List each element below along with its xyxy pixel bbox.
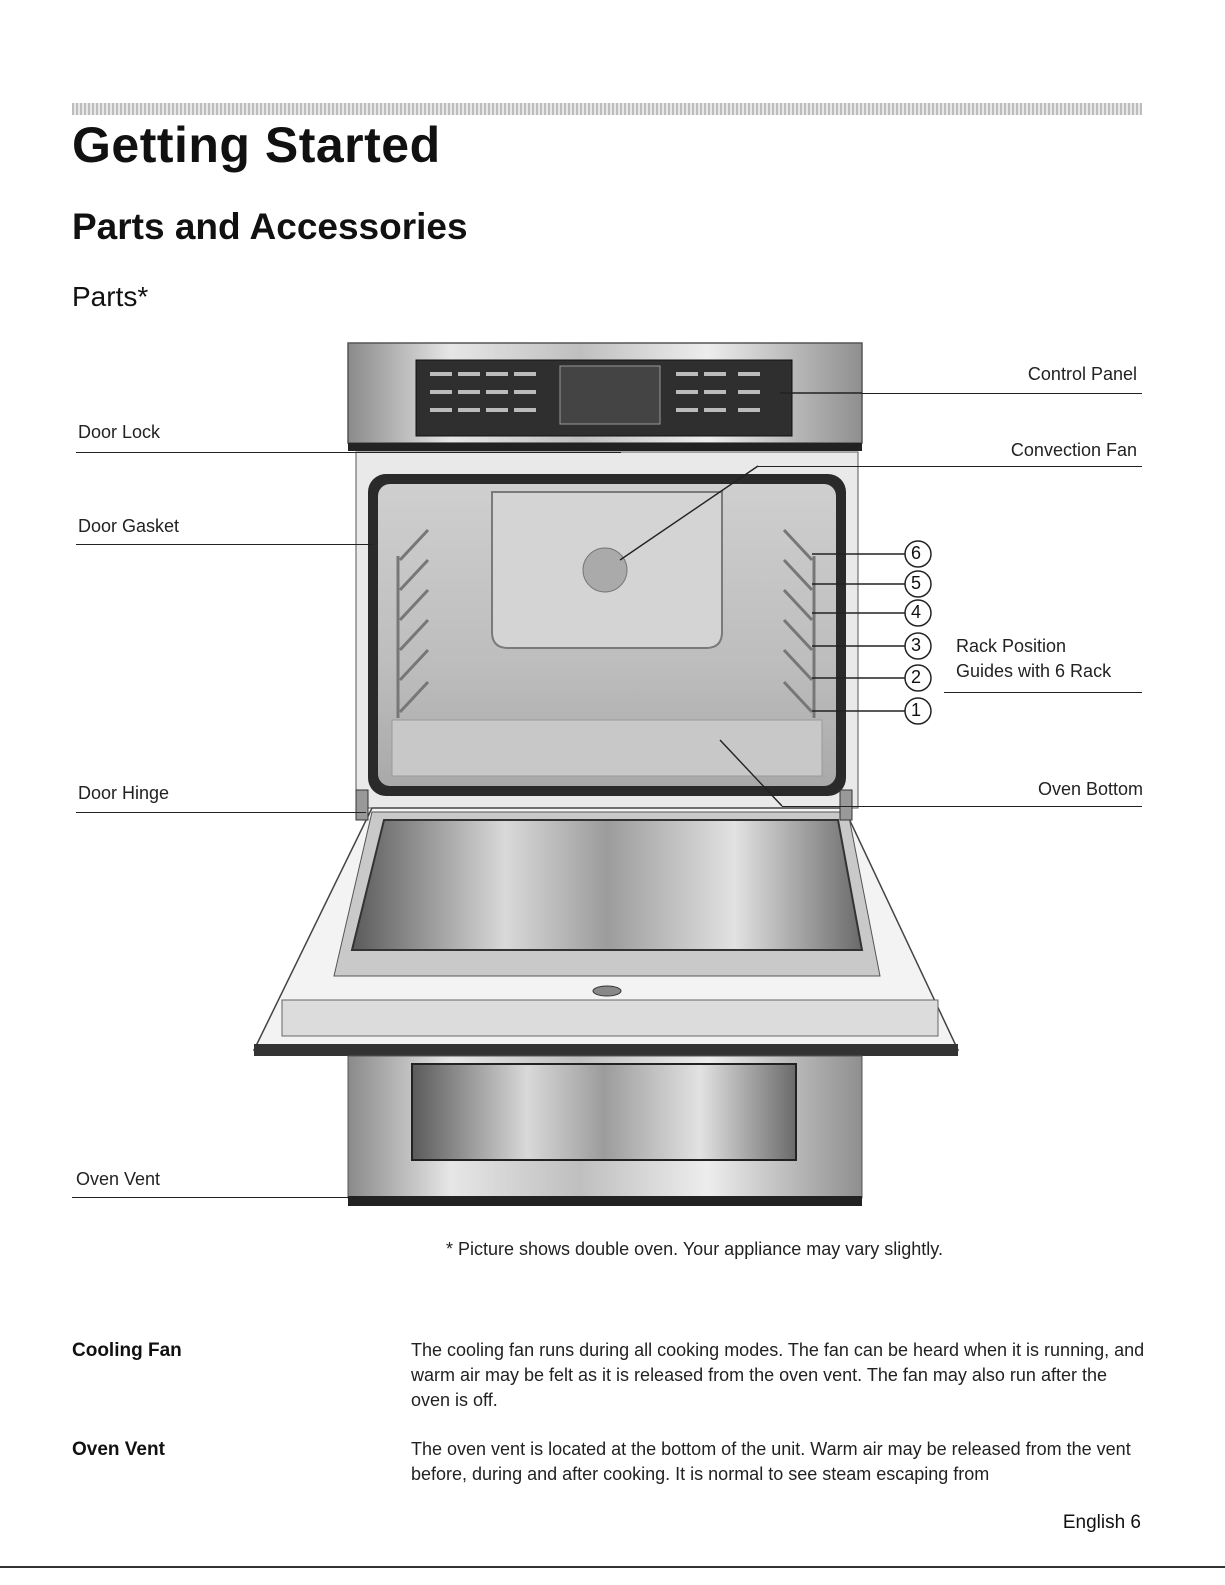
rack-number-2: 2: [911, 667, 922, 687]
bottom-rule: [0, 1566, 1225, 1568]
leader-door-hinge: [76, 812, 366, 813]
leader-door-gasket: [76, 544, 374, 545]
label-convection-fan: Convection Fan: [1010, 440, 1137, 460]
leader-door-lock: [76, 452, 621, 453]
label-door-gasket: Door Gasket: [78, 516, 180, 536]
rack-number-5: 5: [911, 573, 922, 593]
lower-oven-shape: [347, 1055, 863, 1206]
term-oven-vent: Oven Vent: [72, 1439, 165, 1460]
leader-control-panel: [862, 393, 1142, 394]
rack-number-markers: [904, 540, 932, 725]
header-rule: [72, 103, 1142, 115]
label-oven-bottom: Oven Bottom: [1037, 779, 1143, 799]
rack-number-1: 1: [911, 700, 922, 720]
control-panel-shape: [347, 342, 863, 451]
rack-position-line2: Guides with 6 Rack: [956, 661, 1112, 681]
rack-number-6: 6: [911, 543, 922, 563]
desc-cooling-fan: The cooling fan runs during all cooking …: [411, 1340, 1145, 1410]
label-rack-position: Rack Position Guides with 6 Rack: [956, 634, 1111, 684]
open-door-shape: [252, 789, 960, 1056]
label-oven-vent: Oven Vent: [76, 1169, 161, 1189]
label-door-lock: Door Lock: [78, 422, 161, 442]
desc-oven-vent: The oven vent is located at the bottom o…: [411, 1439, 1131, 1484]
rack-number-3: 3: [911, 635, 922, 655]
section-title: Parts and Accessories: [72, 206, 468, 247]
term-cooling-fan: Cooling Fan: [72, 1340, 182, 1361]
leader-oven-vent: [72, 1197, 642, 1198]
rack-position-line1: Rack Position: [956, 636, 1067, 656]
leader-rack-position: [944, 692, 1142, 693]
leader-oven-bottom: [782, 806, 1142, 807]
subsection-title: Parts*: [72, 281, 149, 312]
page-title: Getting Started: [72, 117, 441, 173]
leader-convection-fan: [758, 466, 1142, 467]
page-footer: English 6: [1062, 1512, 1141, 1533]
label-control-panel: Control Panel: [1027, 364, 1137, 384]
upper-oven-shape: [355, 451, 859, 809]
label-door-hinge: Door Hinge: [78, 783, 170, 803]
picture-note: * Picture shows double oven. Your applia…: [446, 1239, 943, 1259]
rack-number-4: 4: [911, 602, 922, 622]
